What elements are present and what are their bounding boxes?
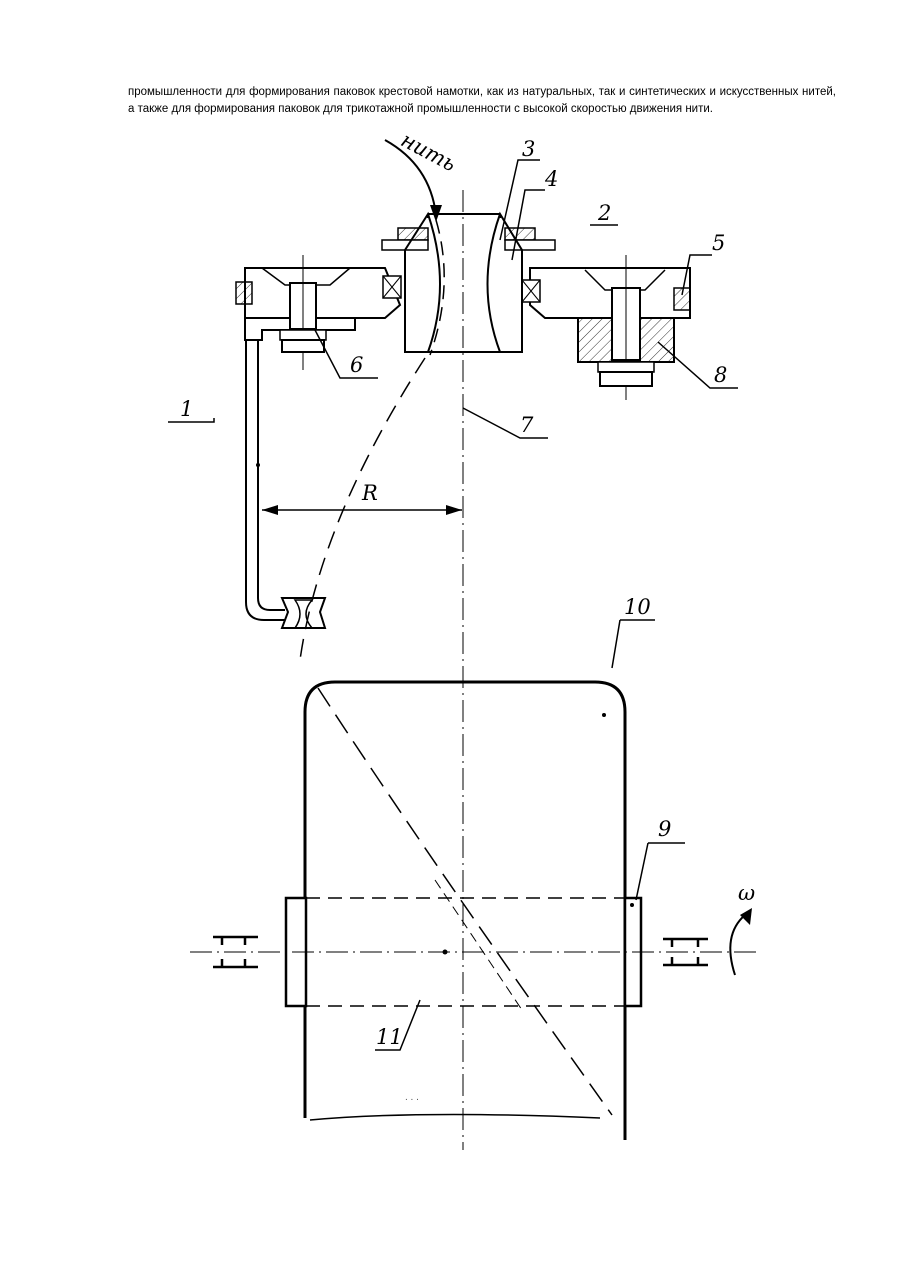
radius-label: R [361,481,378,505]
thread-label: нить [397,128,460,177]
label-part-11: 11 [376,1025,403,1049]
label-part-3: 3 [522,137,535,161]
package-shaft [190,898,760,1006]
rotation-arrow [730,915,745,975]
leader-lines [168,160,738,1050]
lever-arm [246,340,325,628]
edge-ring-left [236,282,252,304]
winding-line [318,688,612,1115]
label-part-5: 5 [712,231,725,255]
right-nut [598,362,654,372]
thread-eyelet [282,598,325,628]
omega-label: ω [738,881,755,905]
left-nut [282,340,324,352]
traverse-arc [300,358,425,660]
label-part-2: 2 [597,201,611,225]
package-body [305,682,625,1140]
label-part-10: 10 [624,595,651,619]
faint-scan-mark: . . . [405,1092,419,1103]
label-part-8: 8 [714,363,727,387]
label-part-1: 1 [180,397,193,421]
label-part-4: 4 [544,167,558,191]
radius-dimension [262,505,462,515]
label-part-9: 9 [658,817,671,841]
label-part-7: 7 [520,413,534,437]
label-part-6: 6 [350,353,363,377]
